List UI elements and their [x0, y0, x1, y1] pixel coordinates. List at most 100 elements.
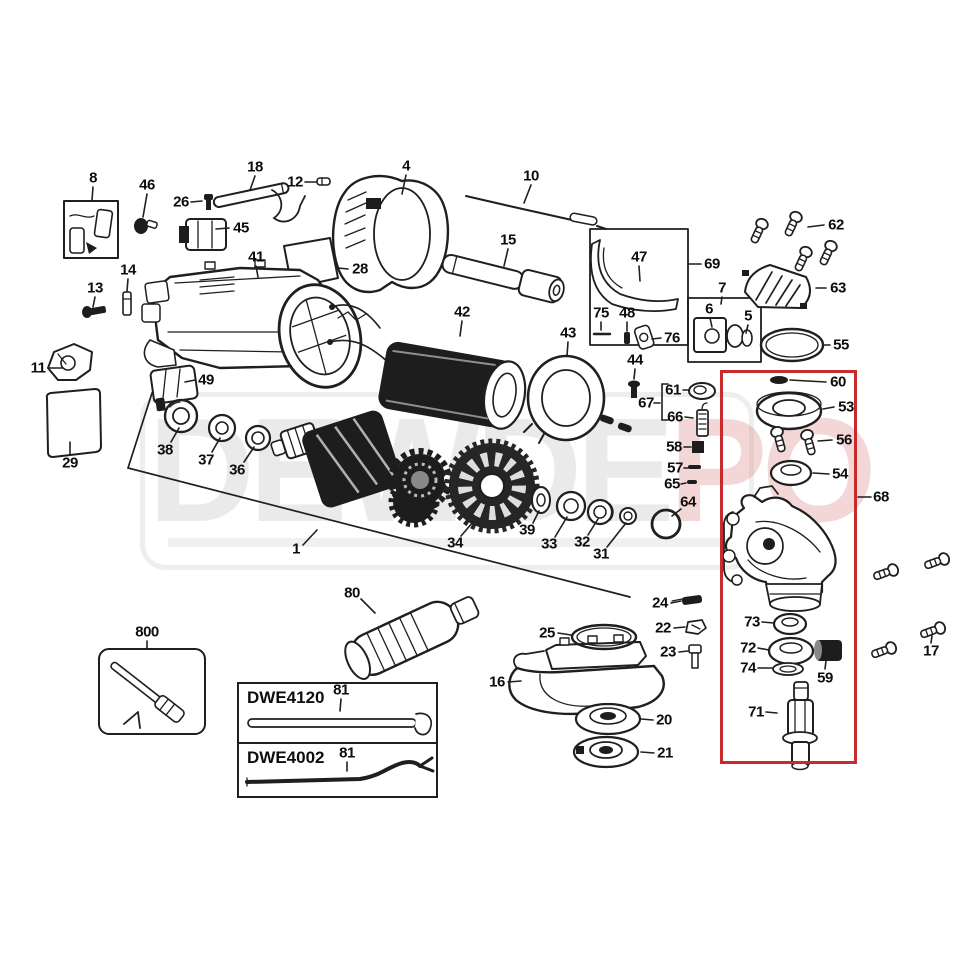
part-label-69: 69 — [704, 255, 720, 273]
model-row-dwe4002: DWE4002 — [239, 742, 436, 800]
leader-line-22 — [673, 626, 686, 629]
leader-line-66 — [684, 416, 694, 419]
washer-74 — [772, 662, 804, 676]
baffle-43 — [523, 354, 606, 444]
leader-line-8 — [91, 186, 94, 201]
leader-line-16 — [507, 680, 522, 683]
part-label-73: 73 — [744, 613, 760, 631]
part-label-44: 44 — [627, 351, 643, 369]
part-label-28: 28 — [352, 260, 368, 278]
model-table: DWE4120 DWE4002 — [237, 682, 438, 798]
leader-line-76 — [651, 337, 662, 340]
bracket-11 — [47, 343, 93, 381]
leader-line-80 — [360, 598, 376, 614]
pin-24 — [671, 595, 703, 605]
part-label-38: 38 — [157, 441, 173, 459]
bearing-box-7 — [687, 297, 762, 363]
pin-12 — [316, 177, 331, 186]
leader-line-15 — [503, 248, 509, 267]
part-label-8: 8 — [89, 169, 97, 187]
pin-57 — [688, 465, 701, 469]
screw-13 — [82, 305, 107, 318]
leader-line-65 — [680, 482, 687, 485]
spacer-54 — [769, 459, 813, 487]
part-label-33: 33 — [541, 535, 557, 553]
leader-line-43 — [566, 341, 569, 357]
brush-kit-box — [63, 200, 119, 259]
part-label-67: 67 — [638, 394, 654, 412]
part-label-68: 68 — [873, 488, 889, 506]
guard-16 — [508, 634, 665, 716]
leader-line-45 — [215, 227, 230, 230]
leader-line-42 — [459, 320, 463, 337]
part-label-63: 63 — [830, 279, 846, 297]
bearing-53 — [755, 391, 823, 431]
o-ring-64 — [650, 508, 682, 540]
nameplate-29 — [45, 388, 102, 458]
leader-line-1 — [302, 529, 318, 546]
leader-line-72 — [757, 647, 770, 651]
screw-23 — [688, 644, 702, 669]
part-label-5: 5 — [744, 307, 752, 325]
sleeve-32 — [586, 498, 614, 526]
leader-line-7 — [720, 296, 723, 305]
screw-46 — [134, 218, 158, 234]
leader-line-73 — [761, 621, 775, 624]
leader-line-64 — [671, 508, 682, 517]
part-label-55: 55 — [833, 336, 849, 354]
part-label-16: 16 — [489, 673, 505, 691]
part-label-24: 24 — [652, 594, 668, 612]
part-label-58: 58 — [666, 438, 682, 456]
part-label-81: 81 — [333, 681, 349, 699]
part-label-39: 39 — [519, 521, 535, 539]
leader-line-10 — [523, 184, 532, 204]
part-label-80: 80 — [344, 584, 360, 602]
leader-line-47 — [638, 265, 641, 282]
flange-20 — [574, 702, 642, 736]
clamp-nut-21 — [572, 735, 640, 769]
part-label-23: 23 — [660, 643, 676, 661]
part-label-61: 61 — [665, 381, 681, 399]
leader-line-41 — [255, 265, 259, 278]
gear-case-housing — [722, 485, 837, 612]
o-ring-25 — [570, 623, 638, 651]
leader-line-5 — [745, 324, 749, 334]
part-label-41: 41 — [248, 248, 264, 266]
leader-line-62 — [807, 224, 825, 228]
leader-line-18 — [249, 175, 256, 191]
brush-cover-63 — [742, 264, 811, 309]
part-label-25: 25 — [539, 624, 555, 642]
cable-10 — [465, 195, 607, 230]
pin-14 — [122, 291, 132, 316]
leader-line-56 — [817, 439, 833, 442]
switch-block-45 — [179, 218, 227, 251]
part-label-1: 1 — [292, 540, 300, 558]
leader-line-81 — [339, 698, 342, 712]
leader-line-38 — [170, 427, 180, 443]
cap-61 — [688, 382, 716, 400]
part-label-81: 81 — [339, 744, 355, 762]
part-label-22: 22 — [655, 619, 671, 637]
leader-line-71 — [765, 711, 778, 714]
armature-1 — [270, 410, 481, 528]
part-label-75: 75 — [593, 304, 609, 322]
part-label-54: 54 — [832, 465, 848, 483]
part-label-32: 32 — [574, 533, 590, 551]
highlight-box — [720, 370, 857, 764]
watermark-bar — [168, 538, 734, 547]
part-label-46: 46 — [139, 176, 155, 194]
leader-line-21 — [640, 751, 655, 754]
spindle-71 — [782, 681, 818, 771]
leader-line-46 — [142, 193, 148, 218]
part-label-43: 43 — [560, 324, 576, 342]
retainer-73 — [772, 612, 808, 636]
leader-line-54 — [812, 472, 830, 475]
leader-line-49 — [184, 379, 196, 383]
nut-59 — [814, 640, 842, 661]
carbon-brush-66 — [696, 402, 709, 437]
leader-line-34 — [460, 521, 474, 537]
kit-box-800 — [98, 648, 206, 735]
nut-58 — [692, 441, 704, 453]
part-label-48: 48 — [619, 304, 635, 322]
